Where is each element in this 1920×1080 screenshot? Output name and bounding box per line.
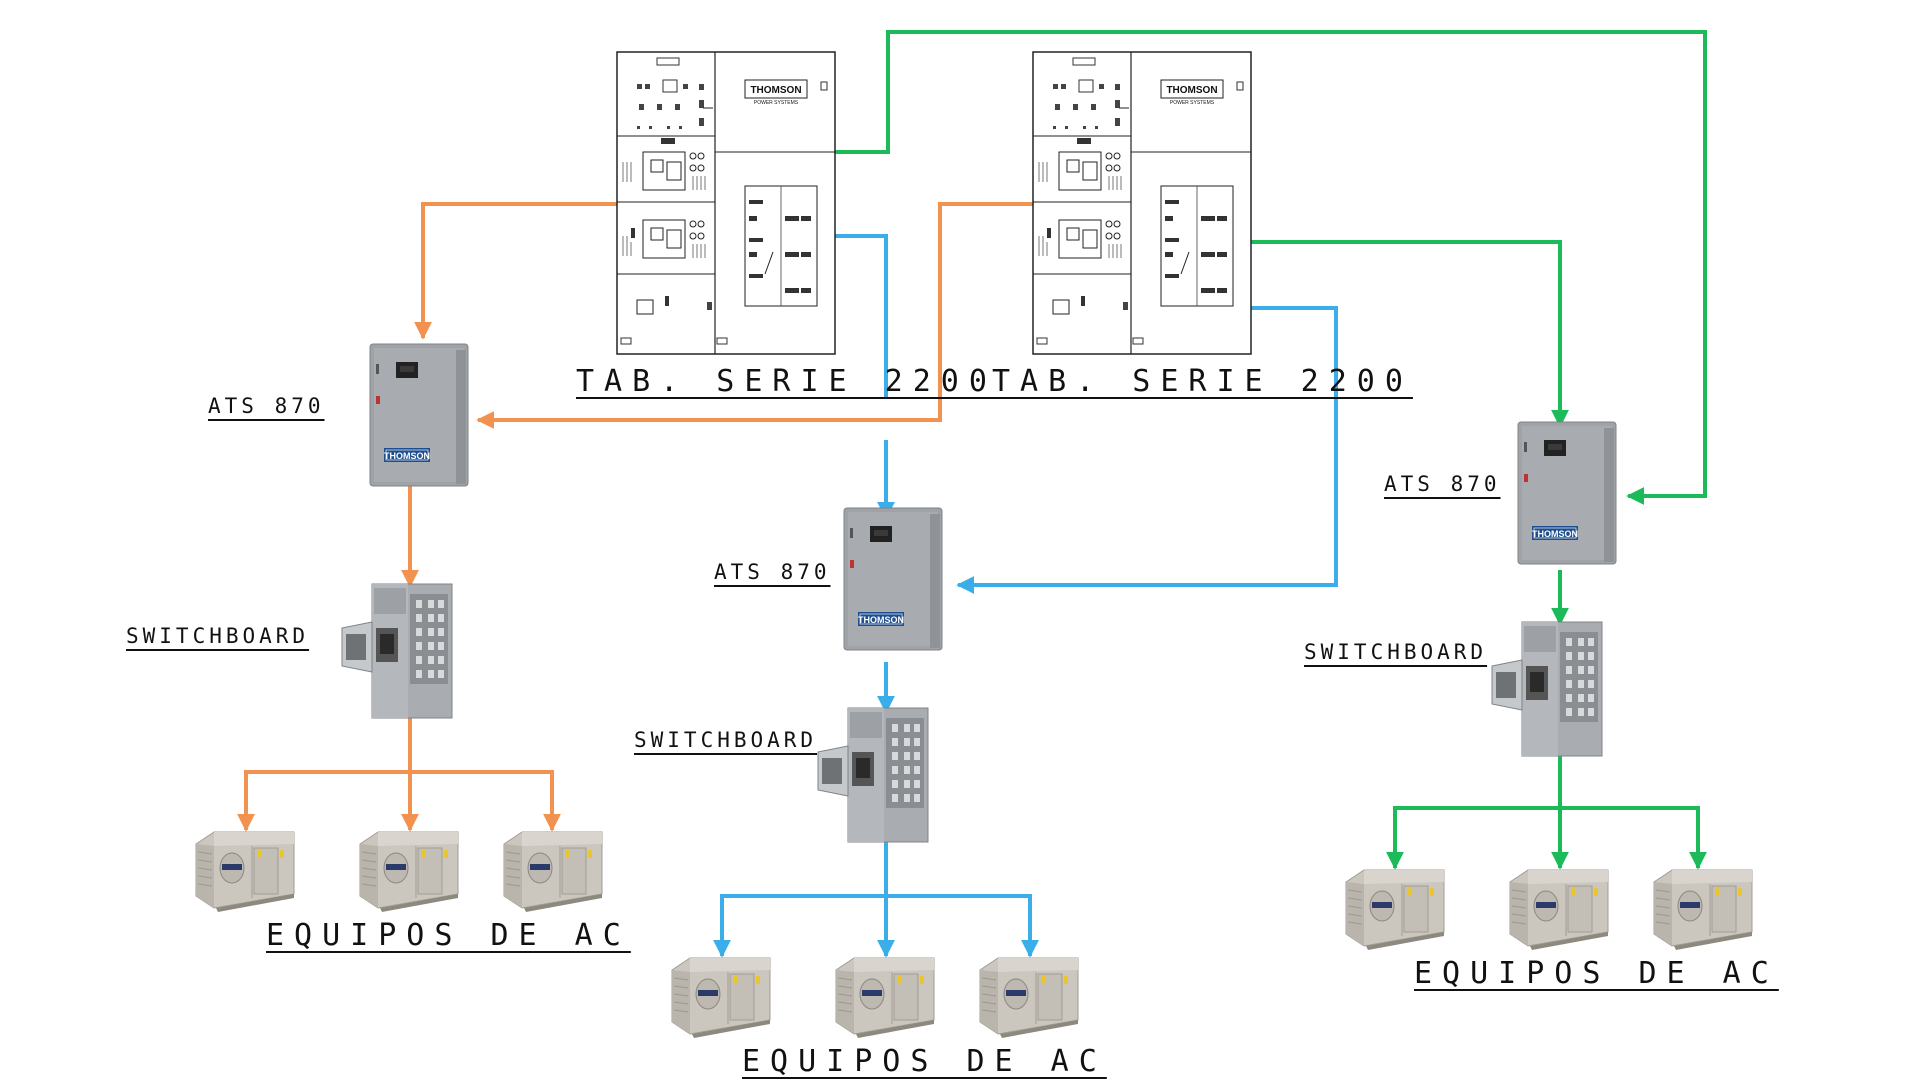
switchboard-left-label: SWITCHBOARD [126, 624, 310, 648]
blue-line-panel2-to-ats-center [956, 306, 1338, 594]
panel-left-logo-sub: POWER SYSTEMS [754, 100, 799, 106]
ac-unit-right-3-icon [1653, 869, 1753, 951]
orange-line-branch [244, 770, 554, 830]
equipos-left-label: EQUIPOS DE AC [266, 918, 631, 953]
switchboard-left-icon [341, 583, 453, 719]
green-line-panel2-to-ats-right [1250, 240, 1569, 428]
switchboard-right-icon [1491, 621, 1603, 757]
panel-right-logo: THOMSON [1166, 85, 1217, 96]
panel-right-logo-sub: POWER SYSTEMS [1170, 100, 1215, 106]
ats-center-label: ATS 870 [714, 560, 831, 584]
ac-unit-right-2-icon [1509, 869, 1609, 951]
orange-line-panel1-to-ats-left [414, 202, 623, 340]
ac-unit-center-3-icon [979, 957, 1079, 1039]
ac-unit-right-1-icon [1345, 869, 1445, 951]
panel-left-logo: THOMSON [750, 85, 801, 96]
ats-left-label: ATS 870 [208, 394, 325, 418]
ac-unit-left-2-icon [359, 831, 459, 913]
ats-right-label: ATS 870 [1384, 472, 1501, 496]
ats-right-icon: THOMSON [1517, 421, 1617, 565]
switchgear-panel-right-icon: THOMSON POWER SYSTEMS [1032, 51, 1252, 355]
ac-unit-left-1-icon [195, 831, 295, 913]
panel-right-label: TAB. SERIE 2200 [992, 364, 1413, 399]
ats-left-logo: THOMSON [384, 451, 430, 461]
ats-center-logo: THOMSON [858, 615, 904, 625]
green-line-panel1-top-route [835, 30, 1707, 505]
ats-right-logo: THOMSON [1532, 529, 1578, 539]
ats-center-icon: THOMSON [843, 507, 943, 651]
switchgear-panel-left-icon: THOMSON POWER SYSTEMS [616, 51, 836, 355]
ac-unit-center-1-icon [671, 957, 771, 1039]
switchboard-center-label: SWITCHBOARD [634, 728, 818, 752]
panel-left-label: TAB. SERIE 2200 [576, 364, 997, 399]
ac-unit-left-3-icon [503, 831, 603, 913]
ac-unit-center-2-icon [835, 957, 935, 1039]
equipos-right-label: EQUIPOS DE AC [1414, 956, 1779, 991]
ats-left-icon: THOMSON [369, 343, 469, 487]
switchboard-center-icon [817, 707, 929, 843]
switchboard-right-label: SWITCHBOARD [1304, 640, 1488, 664]
blue-line-panel1-down [835, 234, 888, 398]
orange-line-panel2-to-ats-left [476, 202, 1033, 429]
equipos-center-label: EQUIPOS DE AC [742, 1044, 1107, 1079]
